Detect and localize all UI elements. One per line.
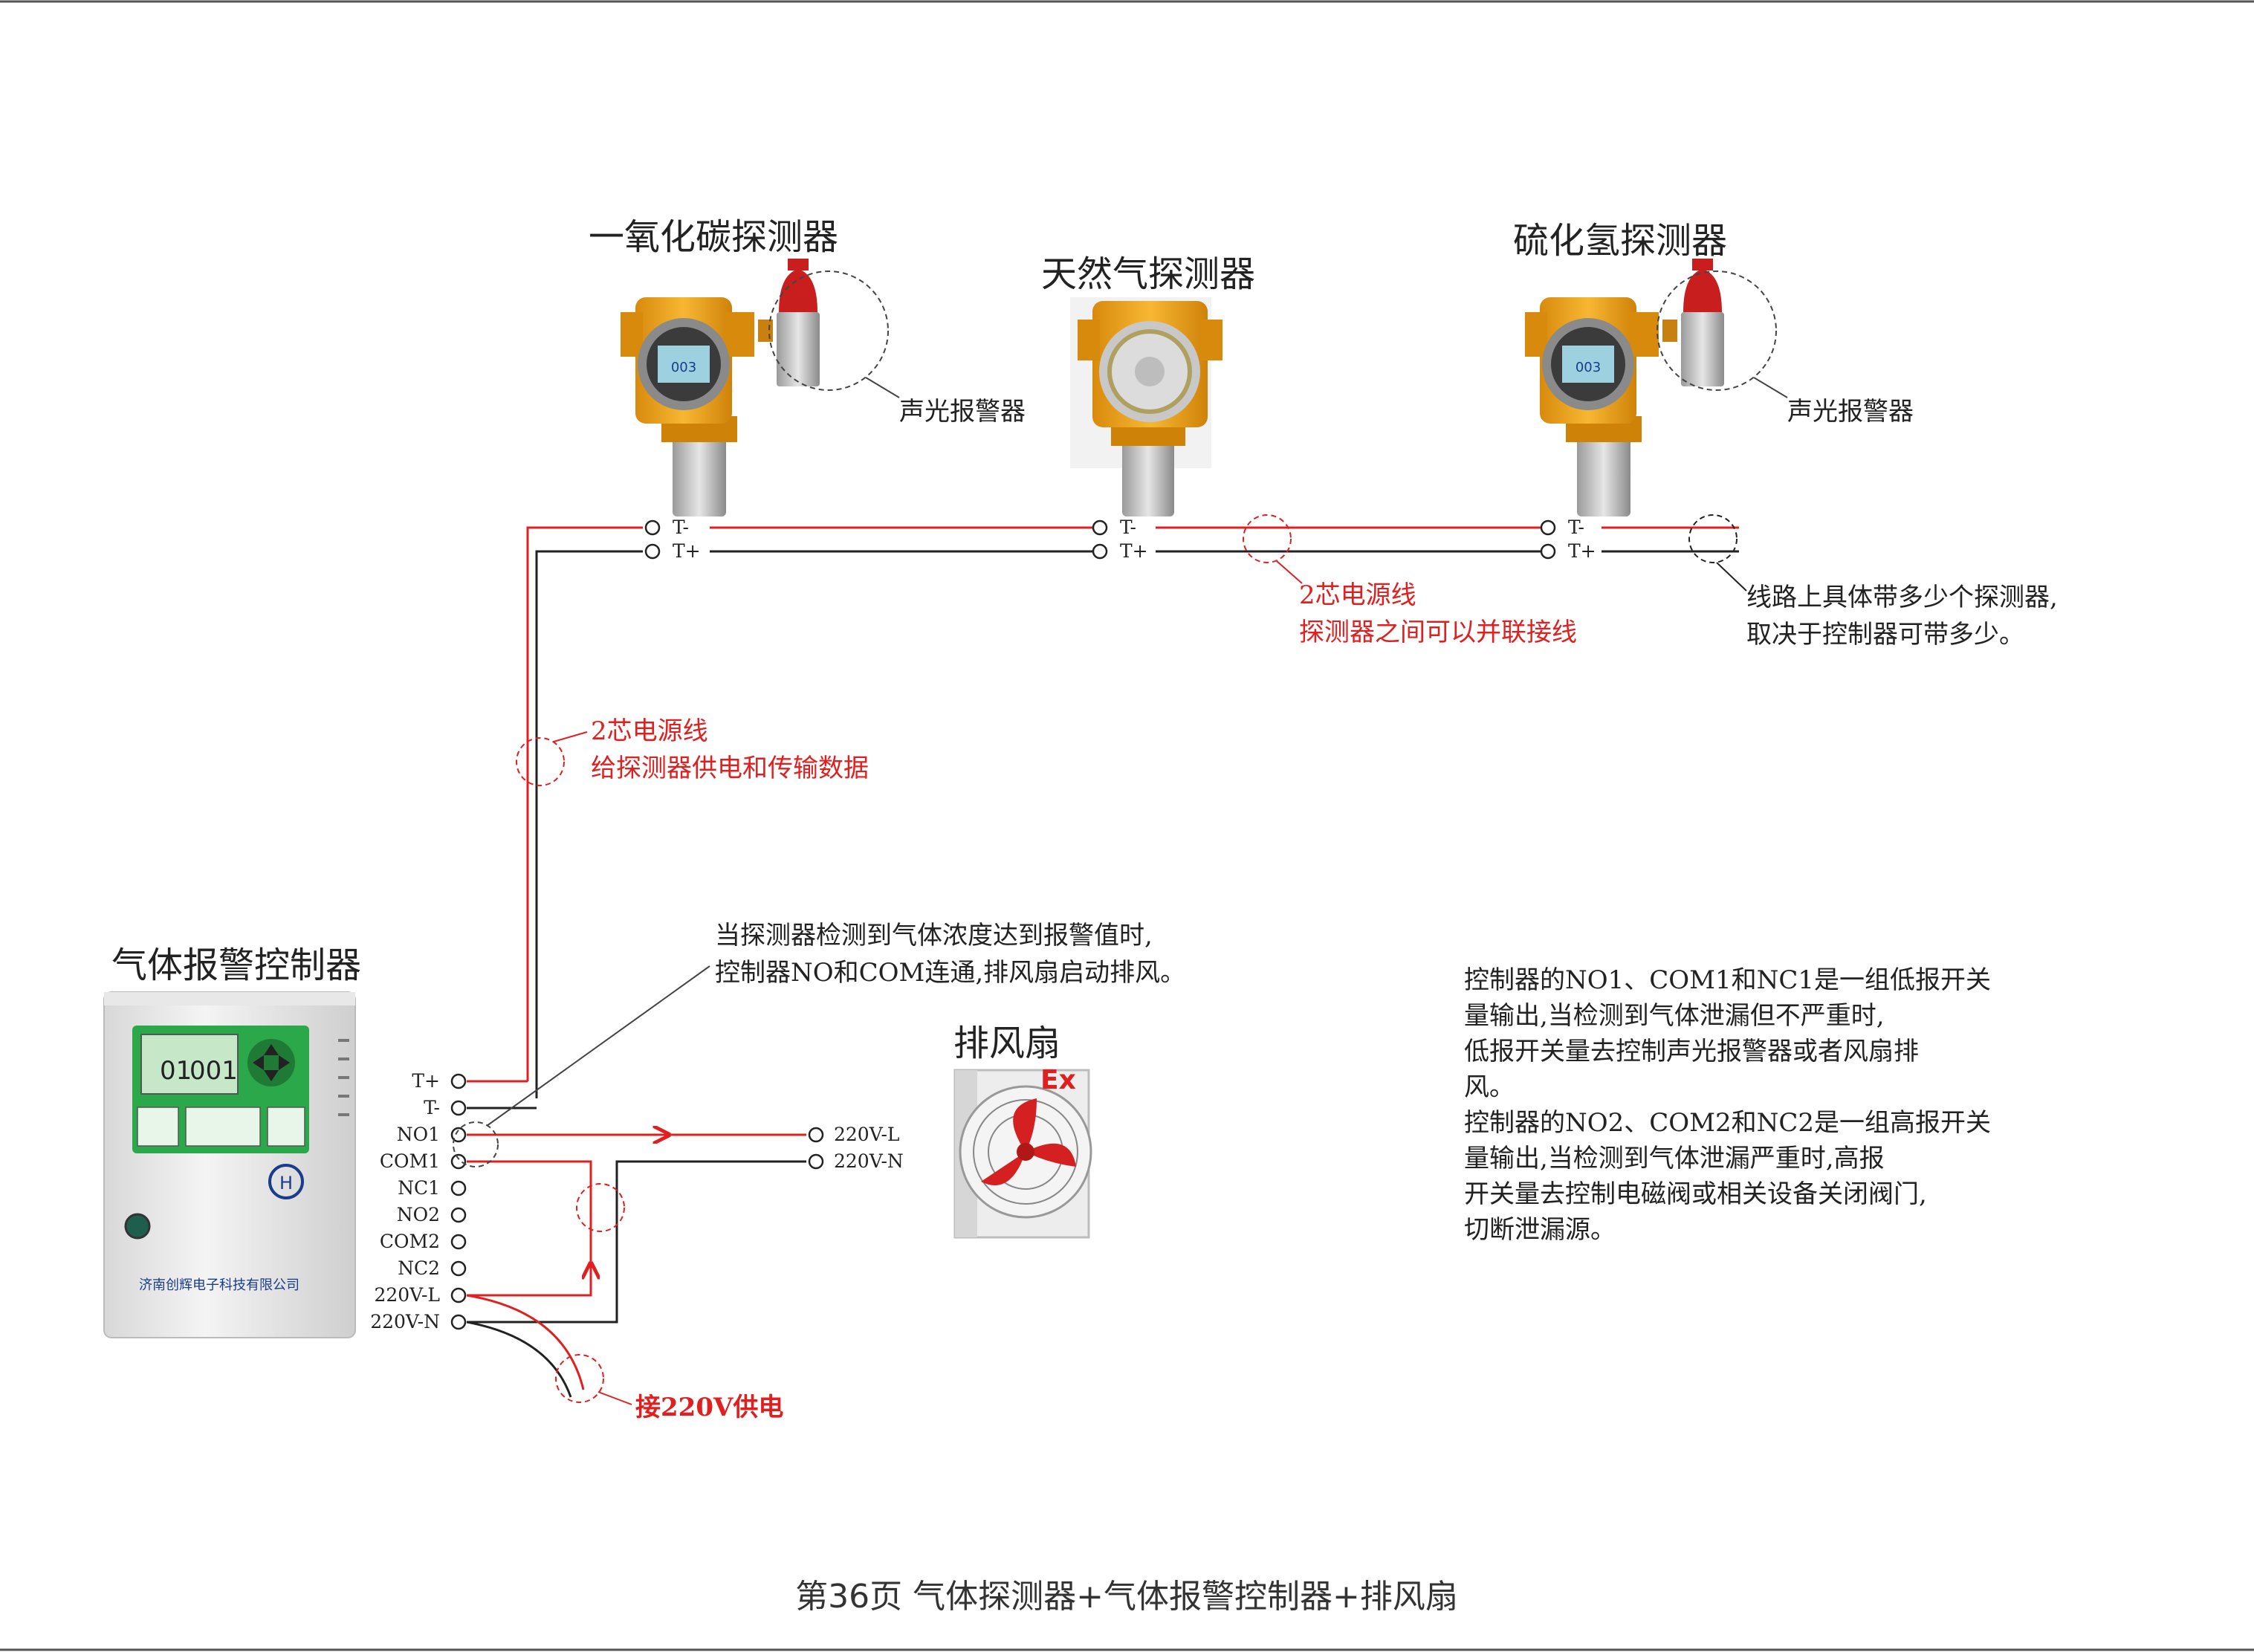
controller-display-right: 001 <box>190 1056 238 1086</box>
controller-term-220v-n: 220V-N <box>370 1311 440 1332</box>
controller-company: 济南创辉电子科技有限公司 <box>139 1277 299 1293</box>
bus-term-1-tminus: T- <box>673 516 689 538</box>
relay-line-8: 切断泄漏源。 <box>1464 1215 1616 1245</box>
controller-term-com2: COM2 <box>380 1231 440 1252</box>
relay-line-1: 控制器的NO1、COM1和NC1是一组低报开关 <box>1464 965 1991 995</box>
relay-explanation: 控制器的NO1、COM1和NC1是一组低报开关 量输出,当检测到气体泄漏但不严重… <box>1464 965 1991 1245</box>
trunk-cable-note-1: 2芯电源线 <box>591 716 708 746</box>
alarm-action-note-1: 当探测器检测到气体浓度达到报警值时, <box>715 921 1153 950</box>
controller-term-tminus: T- <box>424 1097 440 1118</box>
alarm-label-h2s: 声光报警器 <box>1787 397 1914 427</box>
page-footer: 第36页 气体探测器+气体报警控制器+排风扇 <box>795 1578 1458 1616</box>
detector-natural-gas-probe <box>1122 442 1174 516</box>
alarm-callout-circle-co <box>768 271 889 391</box>
bus-term-3-tminus: T- <box>1568 516 1584 538</box>
controller-power-button <box>124 1213 151 1240</box>
alarm-beacon-co <box>777 312 820 386</box>
relay-line-5: 控制器的NO2、COM2和NC2是一组高报开关 <box>1464 1108 1991 1138</box>
fan-blades <box>981 1098 1076 1185</box>
bus-cable-note-2: 探测器之间可以并联接线 <box>1299 618 1577 647</box>
controller-title: 气体报警控制器 <box>111 945 361 986</box>
bus-term-2-tminus: T- <box>1120 516 1136 538</box>
detector-co-title: 一氧化碳探测器 <box>589 216 838 258</box>
detector-h2s-display: 003 <box>1575 360 1601 375</box>
gas-alarm-controller: 气体报警控制器 01 001 H 济南创辉电子科技有限公司 T+ T- NO1 … <box>103 945 467 1338</box>
trunk-cable-note-2: 给探测器供电和传输数据 <box>591 754 869 783</box>
detector-bus: T- T+ T- T+ T- T+ 2芯电源线 探测器之间可以并联接线 线路上具… <box>516 514 2058 1098</box>
controller-term-no1: NO1 <box>397 1124 440 1145</box>
detector-natural-gas: 天然气探测器 <box>1041 253 1255 516</box>
relay-line-3: 低报开关量去控制声光报警器或者风扇排 <box>1464 1037 1919 1066</box>
controller-wiring: 接220V供电 当探测器检测到气体浓度达到报警值时, 控制器NO和COM连通,排… <box>453 921 1185 1422</box>
bus-wire-red <box>526 526 643 1081</box>
fan-ex-mark: Ex <box>1040 1065 1076 1095</box>
detector-co-probe <box>673 435 726 516</box>
controller-term-tplus: T+ <box>412 1070 440 1092</box>
exhaust-fan: 排风扇 220V-L 220V-N Ex <box>808 1023 1092 1239</box>
alarm-action-note-2: 控制器NO和COM连通,排风扇启动排风。 <box>715 958 1185 988</box>
fan-term-l: 220V-L <box>834 1124 900 1145</box>
capacity-note-1: 线路上具体带多少个探测器, <box>1746 583 2058 612</box>
controller-term-220v-l: 220V-L <box>374 1284 440 1306</box>
bus-term-2-tplus: T+ <box>1120 540 1148 562</box>
controller-logo <box>268 1164 304 1199</box>
detector-co-display: 003 <box>671 360 696 375</box>
detector-h2s-title: 硫化氢探测器 <box>1513 220 1727 262</box>
svg-text:H: H <box>279 1173 293 1193</box>
fan-title: 排风扇 <box>953 1023 1060 1064</box>
detector-h2s: 硫化氢探测器 003 声光报警器 <box>1513 220 1914 516</box>
power-supply-note: 接220V供电 <box>635 1393 783 1422</box>
alarm-label-co: 声光报警器 <box>899 397 1026 427</box>
controller-display-left: 01 <box>160 1056 192 1086</box>
detector-h2s-probe <box>1577 435 1630 516</box>
relay-line-2: 量输出,当检测到气体泄漏但不严重时, <box>1464 1001 1885 1031</box>
alarm-callout-circle-h2s <box>1657 271 1777 391</box>
detector-natural-gas-title: 天然气探测器 <box>1041 253 1255 295</box>
detector-co: 一氧化碳探测器 003 声光报警器 <box>589 216 1026 516</box>
bus-cable-note-1: 2芯电源线 <box>1299 580 1416 610</box>
bus-term-3-tplus: T+ <box>1568 540 1596 562</box>
controller-term-nc2: NC2 <box>398 1257 440 1279</box>
alarm-beacon-h2s <box>1681 312 1724 386</box>
controller-term-nc1: NC1 <box>398 1177 440 1199</box>
bus-term-1-tplus: T+ <box>673 540 701 562</box>
relay-line-7: 开关量去控制电磁阀或相关设备关闭阀门, <box>1464 1179 1927 1209</box>
controller-term-no2: NO2 <box>397 1204 440 1225</box>
fan-term-n: 220V-N <box>834 1150 904 1172</box>
relay-line-4: 风。 <box>1464 1072 1515 1102</box>
controller-term-com1: COM1 <box>380 1150 440 1172</box>
relay-line-6: 量输出,当检测到气体泄漏严重时,高报 <box>1464 1144 1885 1173</box>
capacity-note-2: 取决于控制器可带多少。 <box>1746 620 2024 650</box>
controller-vent <box>338 1039 349 1116</box>
